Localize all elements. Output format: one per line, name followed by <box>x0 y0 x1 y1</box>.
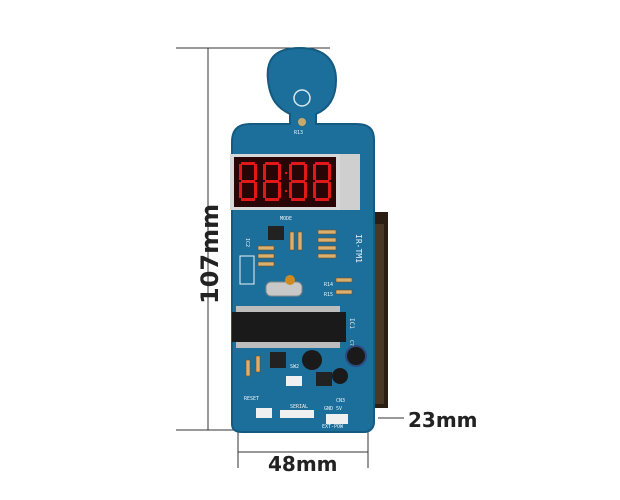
silk-cn3: CN3 <box>336 398 345 404</box>
silk-r15: R15 <box>324 292 333 298</box>
pcb-board <box>231 46 375 433</box>
components <box>232 226 367 424</box>
depth-dimension-label: 23mm <box>408 408 478 432</box>
width-dimension-label: 48mm <box>268 452 338 476</box>
ic1-chip <box>232 312 346 342</box>
ir-sensor <box>293 89 311 107</box>
seven-segment-display <box>230 154 360 210</box>
silk-gnd-5v: GND 5V <box>324 406 342 412</box>
silk-sw2: SW2 <box>290 364 299 370</box>
silk-ic1: IC1 <box>348 318 355 329</box>
silk-ext-pow: EXT-POW <box>322 424 344 430</box>
mode-button <box>268 226 284 240</box>
silk-model: IR-TM1 <box>354 234 363 263</box>
silk-c7: C7 <box>348 340 354 346</box>
height-dimension-label: 107mm <box>196 203 224 304</box>
capacitor-c7 <box>345 345 367 367</box>
silk-ic2: IC2 <box>244 238 250 247</box>
silk-serial: SERIAL <box>290 404 308 410</box>
silk-r14: R14 <box>324 282 333 288</box>
silk-r13: R13 <box>294 130 303 136</box>
silk-reset: RESET <box>244 396 259 402</box>
silk-mode: MODE <box>280 216 292 222</box>
